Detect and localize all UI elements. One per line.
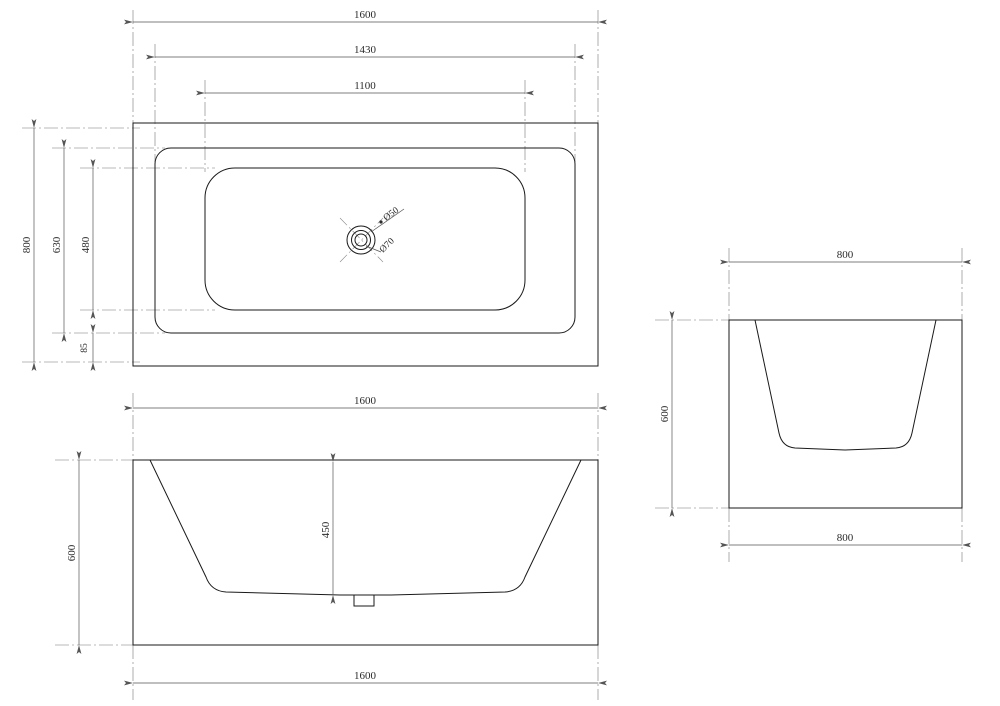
top-view-extension-lines (132, 10, 599, 172)
dimension-top-1430: 1430 (146, 44, 584, 60)
dimension-label-800-side-top: 800 (837, 249, 854, 261)
side-view-extension-lines (655, 248, 963, 562)
dimension-top-1600: 1600 (124, 9, 607, 25)
dimension-top-800: 800 (21, 119, 37, 371)
front-view-basin-profile (149, 459, 582, 596)
side-view: 800 600 800 (655, 248, 971, 562)
dimension-front-450: 450 (320, 453, 336, 604)
dimension-label-480: 480 (80, 236, 92, 253)
drain-diameter-label: Ø50 (382, 206, 401, 224)
dimension-label-800-side-bottom: 800 (837, 532, 854, 544)
front-view: 1600 600 450 1600 (55, 393, 607, 700)
dimension-side-800-top: 800 (720, 249, 971, 265)
dimension-front-1600-bottom: 1600 (124, 670, 607, 686)
dimension-label-85: 85 (80, 343, 90, 353)
dimension-label-1430: 1430 (354, 44, 377, 56)
dimension-label-630: 630 (51, 236, 63, 253)
dimension-label-1600-top: 1600 (354, 9, 377, 21)
top-view-drain: Ø70 Ø50 (339, 206, 405, 263)
top-view-side-extension-lines (22, 127, 215, 363)
dimension-side-800-bottom: 800 (720, 532, 971, 548)
dimension-top-630: 630 (51, 139, 67, 342)
side-view-outer-body (728, 319, 963, 509)
dimension-top-1100: 1100 (196, 80, 534, 96)
dimension-label-1100: 1100 (354, 80, 376, 92)
dimension-label-450: 450 (320, 521, 332, 538)
dimension-top-480: 480 (80, 159, 96, 319)
dimension-label-600-front: 600 (66, 544, 78, 561)
dimension-front-600: 600 (66, 451, 82, 654)
dimension-side-600: 600 (659, 311, 675, 517)
top-view-inner-rim (154, 147, 576, 334)
front-view-outer-body (132, 459, 599, 646)
dimension-label-1600-front-bottom: 1600 (354, 670, 377, 682)
side-view-basin-profile (754, 319, 937, 451)
dimension-front-1600-top: 1600 (124, 395, 607, 411)
dimension-top-85: 85 (80, 324, 96, 371)
front-view-drain-outlet (353, 594, 375, 607)
top-view: 1600 1430 1100 800 630 (21, 9, 607, 371)
dimension-label-600-side: 600 (659, 405, 671, 422)
dimension-label-1600-front-top: 1600 (354, 395, 377, 407)
front-view-extension-lines (55, 393, 599, 700)
top-view-basin (204, 167, 526, 311)
dimension-label-800-top: 800 (21, 236, 33, 253)
top-view-outer-rim (132, 122, 599, 367)
